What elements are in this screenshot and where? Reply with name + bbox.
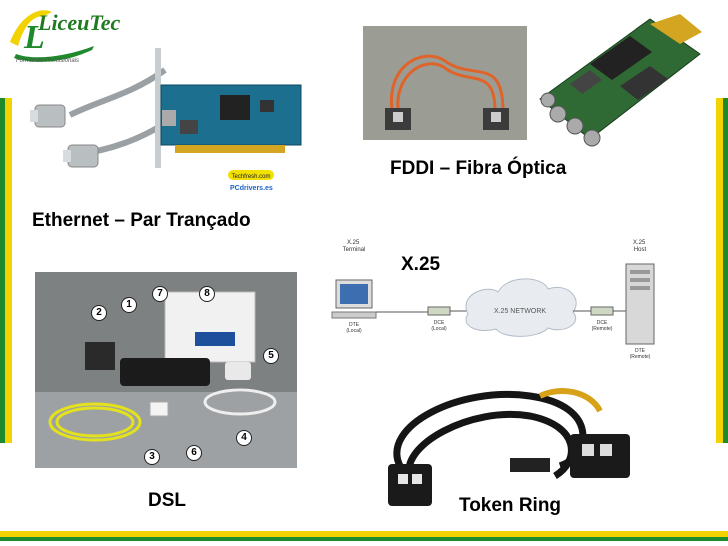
dsl-callout-7: 7 [152,286,168,302]
right-accent-bar [716,98,728,443]
svg-text:X.25 Host: X.25 Host [633,240,647,253]
x25-host-title: X.25 [633,240,646,246]
dsl-callout-4: 4 [236,430,252,446]
svg-text:(Local): (Local) [431,326,447,332]
bottom-accent-bar [0,531,728,537]
fddi-board-photo [539,14,702,147]
nic-site-label-2: PCdrivers.es [230,185,273,192]
caption-fddi: FDDI – Fibra Óptica [390,158,567,179]
bottom-accent-bar-green [0,537,728,541]
svg-text:X.25 Terminal: X.25 Terminal [343,240,366,253]
svg-text:DTE: DTE [349,322,360,328]
token-ring-cable-photo [388,388,630,506]
caption-x25: X.25 [401,254,441,275]
logo-brand: LiceuTec [38,10,121,35]
caption-ethernet: Ethernet – Par Trançado [32,210,251,231]
logo-tagline: Formando Profissionais [16,58,80,64]
fddi-fiber-photo [363,26,527,140]
x25-network-diagram: X.25 Terminal X.25 Host DTE (Local) DCE … [331,240,655,360]
x25-network-label: X.25 NETWORK [494,308,546,315]
ethernet-photo: Techfresh.com PCdrivers.es [30,48,302,192]
svg-text:DTE: DTE [635,348,646,354]
dsl-callout-5: 5 [263,348,279,364]
nic-site-label-1: Techfresh.com [231,174,270,180]
dsl-callout-2: 2 [91,305,107,321]
caption-token-ring: Token Ring [459,495,562,516]
left-accent-bar [0,98,12,443]
svg-text:(Remote): (Remote) [592,326,613,332]
dsl-equipment-photo [35,272,297,468]
dsl-callout-1: 1 [121,297,137,313]
liceutec-logo: L LiceuTec Formando Profissionais [2,2,120,72]
svg-text:L: L [23,19,45,56]
svg-text:(Remote): (Remote) [630,354,651,360]
dsl-callout-8: 8 [199,286,215,302]
svg-text:DCE: DCE [597,320,608,326]
dsl-callout-6: 6 [186,445,202,461]
x25-terminal-title: X.25 [347,240,360,246]
dsl-callout-3: 3 [144,449,160,465]
svg-text:(Local): (Local) [346,328,362,334]
logo-swoosh-icon: L [10,10,94,62]
caption-dsl: DSL [148,490,186,511]
svg-text:DCE: DCE [434,320,445,326]
